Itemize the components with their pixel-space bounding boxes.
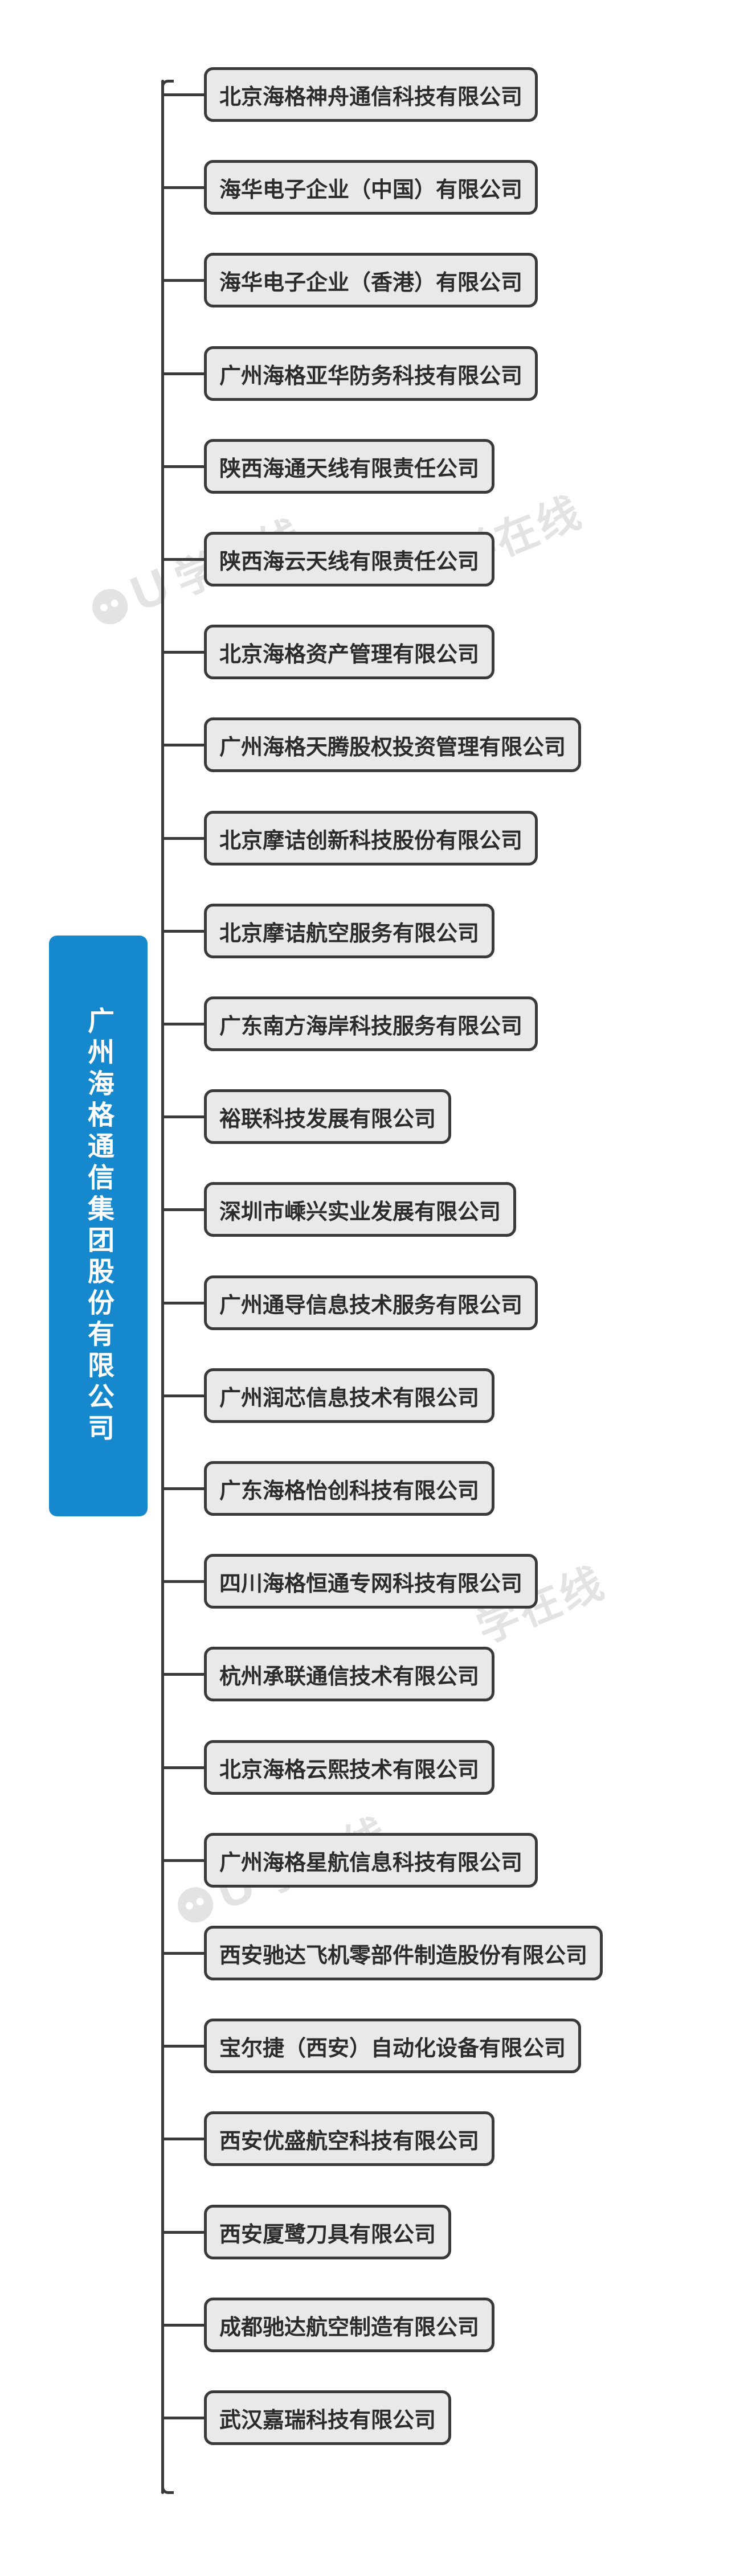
subsidiary-node[interactable]: 北京海格神舟通信科技有限公司: [204, 67, 538, 122]
subsidiary-node[interactable]: 成都驰达航空制造有限公司: [204, 2298, 495, 2352]
subsidiary-node-label: 四川海格恒通专网科技有限公司: [219, 1572, 523, 1596]
subsidiary-node-label: 北京摩诘创新科技股份有限公司: [219, 828, 523, 853]
connector-line: [161, 2230, 207, 2234]
connector-line: [161, 372, 207, 375]
connector-line: [161, 186, 207, 189]
subsidiary-node-label: 西安驰达飞机零部件制造股份有限公司: [219, 1943, 588, 1968]
subsidiary-node[interactable]: 广东海格怡创科技有限公司: [204, 1461, 495, 1516]
subsidiary-node[interactable]: 杭州承联通信技术有限公司: [204, 1647, 495, 1701]
subsidiary-node[interactable]: 四川海格恒通专网科技有限公司: [204, 1554, 538, 1609]
subsidiary-node-label: 武汉嘉瑞科技有限公司: [219, 2408, 436, 2433]
subsidiary-node-label: 广东海格怡创科技有限公司: [219, 1479, 480, 1503]
subsidiary-node[interactable]: 广东南方海岸科技服务有限公司: [204, 996, 538, 1051]
subsidiary-node[interactable]: 广州海格星航信息科技有限公司: [204, 1833, 538, 1888]
subsidiary-node-label: 北京海格云熙技术有限公司: [219, 1758, 480, 1782]
subsidiary-node-label: 广东南方海岸科技服务有限公司: [219, 1014, 523, 1039]
subsidiary-node-label: 广州海格亚华防务科技有限公司: [219, 364, 523, 388]
subsidiary-node[interactable]: 武汉嘉瑞科技有限公司: [204, 2390, 452, 2445]
subsidiary-node-label: 西安厦鹭刀具有限公司: [219, 2222, 436, 2247]
subsidiary-node[interactable]: 西安厦鹭刀具有限公司: [204, 2205, 452, 2259]
subsidiary-node[interactable]: 深圳市嵊兴实业发展有限公司: [204, 1182, 517, 1237]
subsidiary-node-label: 深圳市嵊兴实业发展有限公司: [219, 1200, 501, 1224]
subsidiary-node[interactable]: 广州海格天腾股权投资管理有限公司: [204, 717, 582, 772]
subsidiary-node[interactable]: 海华电子企业（中国）有限公司: [204, 160, 538, 215]
subsidiary-node-label: 广州润芯信息技术有限公司: [219, 1386, 480, 1410]
subsidiary-node[interactable]: 西安驰达飞机零部件制造股份有限公司: [204, 1926, 603, 1980]
connector-line: [161, 1487, 207, 1490]
subsidiary-node-label: 杭州承联通信技术有限公司: [219, 1664, 480, 1689]
watermark-u: U: [123, 557, 179, 622]
subsidiary-node[interactable]: 广州海格亚华防务科技有限公司: [204, 346, 538, 401]
connector-line: [161, 2323, 207, 2327]
subsidiary-node-label: 西安优盛航空科技有限公司: [219, 2129, 480, 2153]
connector-line: [161, 1301, 207, 1305]
connector-line: [161, 1580, 207, 1583]
connector-line: [161, 1951, 207, 1955]
connector-line: [161, 1672, 207, 1676]
subsidiary-node[interactable]: 广州润芯信息技术有限公司: [204, 1368, 495, 1423]
connector-line: [161, 2044, 207, 2048]
subsidiary-node[interactable]: 北京海格资产管理有限公司: [204, 625, 495, 679]
subsidiary-node-label: 广州通导信息技术服务有限公司: [219, 1293, 523, 1318]
connector-line: [161, 2137, 207, 2140]
connector-line: [161, 557, 207, 561]
connector-line: [161, 1394, 207, 1397]
subsidiary-node[interactable]: 北京摩诘航空服务有限公司: [204, 904, 495, 958]
connector-line: [161, 1766, 207, 1769]
connector-line: [161, 1115, 207, 1118]
subsidiary-node[interactable]: 北京海格云熙技术有限公司: [204, 1740, 495, 1795]
subsidiary-node-label: 北京摩诘航空服务有限公司: [219, 921, 480, 946]
subsidiary-node-label: 陕西海云天线有限责任公司: [219, 549, 480, 574]
subsidiary-node[interactable]: 西安优盛航空科技有限公司: [204, 2111, 495, 2166]
subsidiary-node-label: 裕联科技发展有限公司: [219, 1107, 436, 1131]
subsidiary-node-label: 成都驰达航空制造有限公司: [219, 2315, 480, 2340]
subsidiary-node[interactable]: 广州通导信息技术服务有限公司: [204, 1275, 538, 1330]
subsidiary-node[interactable]: 海华电子企业（香港）有限公司: [204, 253, 538, 307]
subsidiary-node[interactable]: 陕西海通天线有限责任公司: [204, 439, 495, 494]
connector-line: [161, 1208, 207, 1211]
root-node-label: 广州海格通信集团股份有限公司: [83, 1007, 114, 1445]
connector-line: [161, 1859, 207, 1862]
connector-line: [161, 93, 207, 96]
connector-line: [161, 743, 207, 746]
subsidiary-node-label: 广州海格星航信息科技有限公司: [219, 1851, 523, 1875]
subsidiary-node-label: 宝尔捷（西安）自动化设备有限公司: [219, 2036, 566, 2061]
subsidiary-node[interactable]: 陕西海云天线有限责任公司: [204, 532, 495, 586]
chat-bubble-icon: [172, 1881, 219, 1928]
subsidiary-node-label: 海华电子企业（香港）有限公司: [219, 270, 523, 295]
chat-bubble-icon: [87, 583, 133, 630]
subsidiary-node[interactable]: 北京摩诘创新科技股份有限公司: [204, 811, 538, 865]
subsidiary-node-label: 广州海格天腾股权投资管理有限公司: [219, 735, 566, 760]
trunk-corner-bottom: [161, 2481, 174, 2494]
subsidiary-node-label: 北京海格神舟通信科技有限公司: [219, 85, 523, 109]
connector-line: [161, 650, 207, 654]
root-node-guangzhou-haige[interactable]: 广州海格通信集团股份有限公司: [49, 936, 148, 1516]
subsidiary-node[interactable]: 裕联科技发展有限公司: [204, 1089, 452, 1144]
tree-trunk-line: [161, 80, 164, 2494]
connector-line: [161, 1022, 207, 1026]
subsidiary-node-label: 陕西海通天线有限责任公司: [219, 457, 480, 481]
subsidiary-node-label: 北京海格资产管理有限公司: [219, 642, 480, 667]
trunk-corner-top: [161, 80, 174, 92]
subsidiary-node[interactable]: 宝尔捷（西安）自动化设备有限公司: [204, 2019, 582, 2073]
connector-line: [161, 929, 207, 933]
subsidiary-node-label: 海华电子企业（中国）有限公司: [219, 178, 523, 202]
connector-line: [161, 278, 207, 282]
connector-line: [161, 465, 207, 468]
connector-line: [161, 2416, 207, 2419]
connector-line: [161, 836, 207, 840]
